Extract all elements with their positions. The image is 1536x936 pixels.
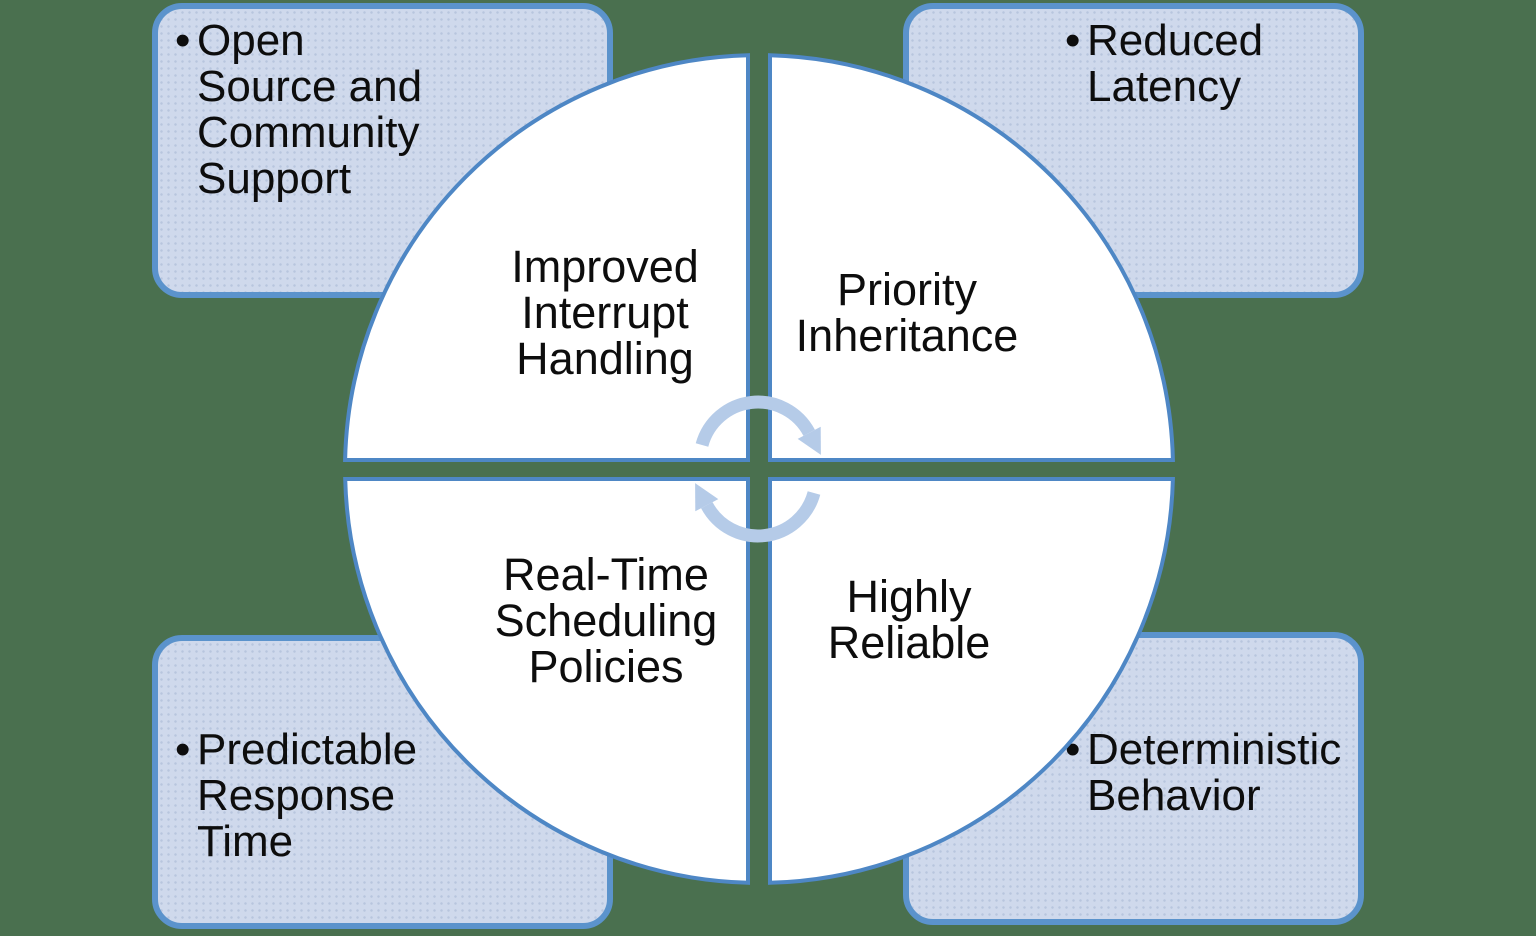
bullet-icon: • [1065, 16, 1081, 65]
cycle-arrow-top-arc [695, 395, 815, 447]
corner-box-label: Reduced Latency [1087, 16, 1264, 111]
quadrant-label-highly-reliable: Highly Reliable [827, 571, 991, 668]
quadrant-top-right-shape [768, 53, 1175, 462]
bullet-item: • Deterministic Behavior [1065, 727, 1350, 819]
cycle-arrow-top-head [797, 426, 821, 455]
corner-box-label: Open Source and Community Support [197, 16, 423, 203]
quadrant-label-improved-interrupt-handling: Improved Interrupt Handling [511, 241, 699, 384]
cycle-arrows-icon [695, 395, 821, 543]
bullet-item: • Predictable Response Time [175, 727, 599, 865]
bullet-item: • Reduced Latency [1065, 18, 1350, 110]
quadrant-bottom-left-shape [343, 477, 750, 885]
quadrant-bottom-right-shape [768, 477, 1175, 885]
cycle-arrow-bottom-head [695, 483, 719, 512]
bullet-icon: • [175, 16, 191, 65]
cycle-arrow-bottom-arc [701, 491, 821, 543]
bullet-icon: • [175, 725, 191, 774]
quadrant-label-priority-inheritance: Priority Inheritance [795, 264, 1019, 361]
corner-box-label: Predictable Response Time [197, 725, 418, 866]
quadrant-label-real-time-scheduling-policies: Real-Time Scheduling Policies [494, 549, 718, 692]
corner-box-label: Deterministic Behavior [1087, 725, 1342, 820]
quadrant-top-left-shape [343, 53, 750, 462]
bullet-item: • Open Source and Community Support [175, 18, 599, 202]
